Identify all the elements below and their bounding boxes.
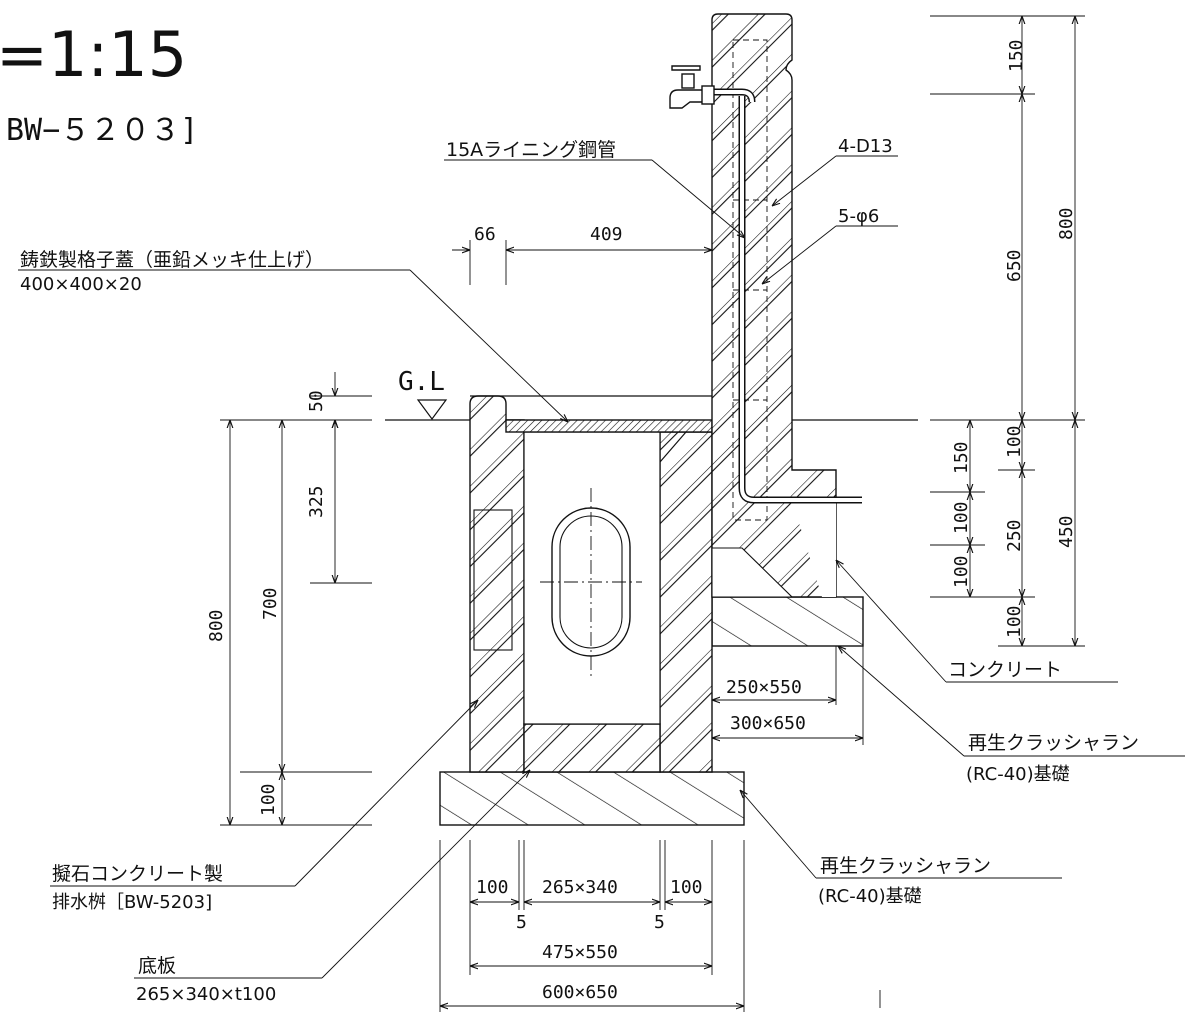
dim-left-100: 100	[258, 783, 279, 816]
callout-grate-line2: 400×400×20	[20, 274, 142, 295]
drainage-basin	[469, 395, 713, 773]
dim-footing-250x550: 250×550	[726, 677, 802, 698]
callout-grate-line1: 鋳鉄製格子蓋（亜鉛メッキ仕上げ）	[20, 248, 324, 271]
crusher-run-base-bottom	[439, 771, 745, 826]
dim-right-150-top: 150	[1006, 39, 1027, 72]
dim-bottom-100-left: 100	[476, 877, 509, 898]
ground-level-label: G.L	[398, 367, 445, 397]
faucet-icon	[669, 65, 715, 109]
callout-crusher-right-line1: 再生クラッシャラン	[968, 732, 1139, 754]
dim-footing-300x650: 300×650	[730, 713, 806, 734]
dim-right-100-d: 100	[1004, 605, 1025, 638]
scale-label: =1:15	[0, 18, 187, 91]
dim-left-325: 325	[306, 485, 327, 518]
dim-top-409: 409	[590, 224, 623, 245]
dim-right-100-c: 100	[951, 555, 972, 588]
dim-right-150-b: 150	[951, 441, 972, 474]
callout-crusher-bottom-line1: 再生クラッシャラン	[820, 855, 991, 877]
dim-right-250: 250	[1004, 519, 1025, 552]
dim-right-100-a: 100	[1004, 425, 1025, 458]
callout-bottom-plate-line1: 底板	[138, 955, 176, 977]
callout-basin-line1: 擬石コンクリート製	[52, 863, 223, 885]
dim-bottom-5-left: 5	[516, 912, 527, 933]
callout-pipe: 15Aライニング鋼管	[446, 139, 616, 161]
dim-bottom-475x550: 475×550	[542, 942, 618, 963]
dim-right-800: 800	[1056, 207, 1077, 240]
callout-concrete: コンクリート	[948, 659, 1062, 681]
dim-right-650: 650	[1004, 249, 1025, 282]
callout-bottom-plate-line2: 265×340×t100	[136, 984, 276, 1005]
dim-left-700: 700	[260, 587, 281, 620]
callout-crusher-bottom-line2: (RC-40)基礎	[818, 886, 922, 907]
ground-level-triangle-icon	[416, 399, 448, 421]
callout-rebar-main: 4-D13	[838, 136, 893, 157]
faucet-post	[711, 13, 862, 598]
dim-bottom-265x340: 265×340	[542, 877, 618, 898]
callout-rebar-tie: 5-φ6	[838, 206, 879, 227]
callout-basin-line2: 排水桝［BW-5203]	[52, 892, 212, 913]
dim-top-66: 66	[474, 224, 496, 245]
dim-left-50: 50	[306, 390, 327, 412]
dim-bottom-100-right: 100	[670, 877, 703, 898]
product-code-label: BW−５２０３]	[6, 113, 198, 148]
dim-left-800: 800	[206, 609, 227, 642]
cast-iron-grate	[505, 419, 713, 433]
dim-right-100-b: 100	[951, 501, 972, 534]
dim-right-450: 450	[1056, 515, 1077, 548]
callout-crusher-right-line2: (RC-40)基礎	[966, 764, 1070, 785]
crusher-run-base-right	[711, 596, 864, 647]
dim-bottom-5-right: 5	[654, 912, 665, 933]
dim-bottom-600x650: 600×650	[542, 982, 618, 1003]
